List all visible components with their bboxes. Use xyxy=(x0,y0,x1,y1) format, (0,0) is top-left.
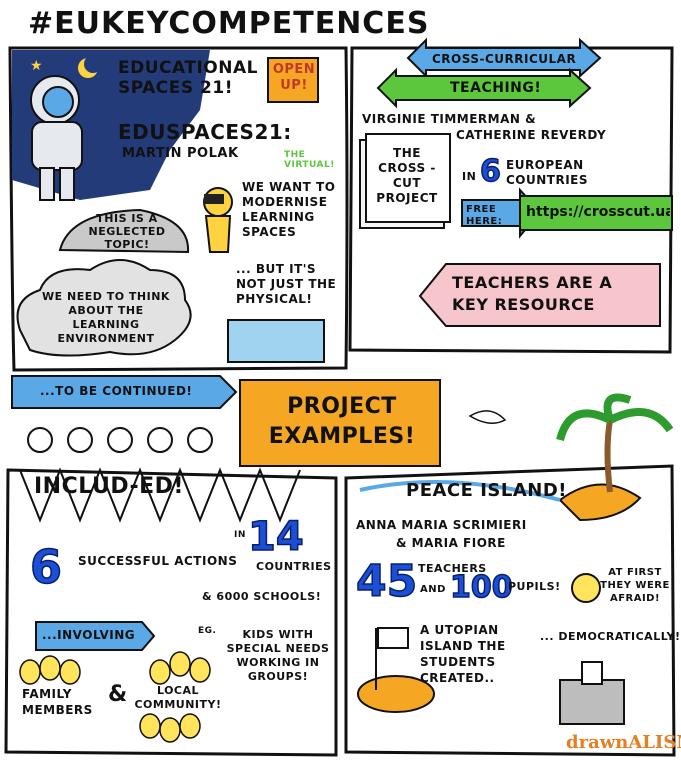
and-label: AND xyxy=(420,584,446,595)
local-community-label: LOCAL COMMUNITY! xyxy=(134,684,222,711)
in-label: IN xyxy=(462,170,477,183)
vr-person-icon xyxy=(203,187,233,253)
pupils-label: PUPILS! xyxy=(508,580,561,593)
includ-ed-title: INCLUD-ED! xyxy=(34,474,184,499)
six-actions-number: 6 xyxy=(29,539,63,595)
teachers-key-resource: TEACHERS ARE A KEY RESOURCE xyxy=(452,273,613,314)
family-members-label: FAMILY MEMBERS xyxy=(22,687,93,717)
svg-text:★: ★ xyxy=(30,58,43,74)
speakers-line-1: VIRGINIE TIMMERMAN & xyxy=(362,112,537,126)
european-countries-label: EUROPEAN COUNTRIES xyxy=(506,158,589,187)
teaching-label: TEACHING! xyxy=(450,80,542,96)
hundred-number: 100 xyxy=(449,569,513,606)
speaker-name: MARTIN POLAK xyxy=(122,146,239,161)
teachers-label: TEACHERS xyxy=(418,562,487,575)
schools-label: & 6000 SCHOOLS! xyxy=(202,590,322,603)
speakers-line-4: & MARIA FIORE xyxy=(396,536,506,550)
speakers-line-2: CATHERINE REVERDY xyxy=(456,128,607,142)
not-physical-quote: ... BUT IT'S NOT JUST THE PHYSICAL! xyxy=(236,262,337,306)
in-label-2: IN xyxy=(234,530,246,540)
ampersand: & xyxy=(108,682,128,707)
afraid-quote: AT FIRST THEY WERE AFRAID! xyxy=(600,567,670,604)
cross-curricular-label: CROSS-CURRICULAR xyxy=(432,52,577,66)
utopian-island-label: A UTOPIAN ISLAND THE STUDENTS CREATED.. xyxy=(420,623,506,685)
peace-island-title: PEACE ISLAND! xyxy=(406,480,567,501)
crosscut-book: THE CROSS -CUT PROJECT xyxy=(376,146,438,205)
neglected-topic: THIS IS A NEGLECTED TOPIC! xyxy=(88,212,166,251)
kids-special-needs: KIDS WITH SPECIAL NEEDS WORKING IN GROUP… xyxy=(226,628,330,683)
eg-label: EG. xyxy=(198,626,217,636)
educational-spaces-heading: EDUCATIONAL SPACES 21! xyxy=(118,58,258,98)
forty-five-number: 45 xyxy=(355,555,418,608)
crosscut-link[interactable]: https://crosscut.uab. xyxy=(526,204,670,220)
speakers-line-3: ANNA MARIA SCRIMIERI xyxy=(356,518,527,532)
six-countries-number: 6 xyxy=(479,153,501,190)
page-title: #EUKEYCOMPETENCES xyxy=(28,6,430,41)
open-up-sign: OPEN UP! xyxy=(272,62,316,93)
fourteen-number: 14 xyxy=(247,513,304,561)
to-be-continued-arrow: ...TO BE CONTINUED! xyxy=(40,384,193,398)
democratically-label: ... DEMOCRATICALLY! xyxy=(540,630,681,643)
successful-actions-label: SUCCESSFUL ACTIONS xyxy=(78,554,238,568)
drawnalism-logo: drawnALISM xyxy=(566,732,681,753)
learning-environment-cloud: WE NEED TO THINK ABOUT THE LEARNING ENVI… xyxy=(42,290,170,345)
virtual-note: THE VIRTUAL! xyxy=(284,150,335,170)
involving-arrow: ...INVOLVING xyxy=(42,628,136,642)
astronaut-icon xyxy=(30,75,83,201)
countries-label: COUNTRIES xyxy=(256,560,332,573)
free-here-label: FREE HERE: xyxy=(466,204,503,227)
eduspaces-label: EDUSPACES21: xyxy=(118,120,292,144)
modernise-quote: WE WANT TO MODERNISE LEARNING SPACES xyxy=(242,180,336,239)
project-examples-title: PROJECT EXAMPLES! xyxy=(268,394,416,449)
